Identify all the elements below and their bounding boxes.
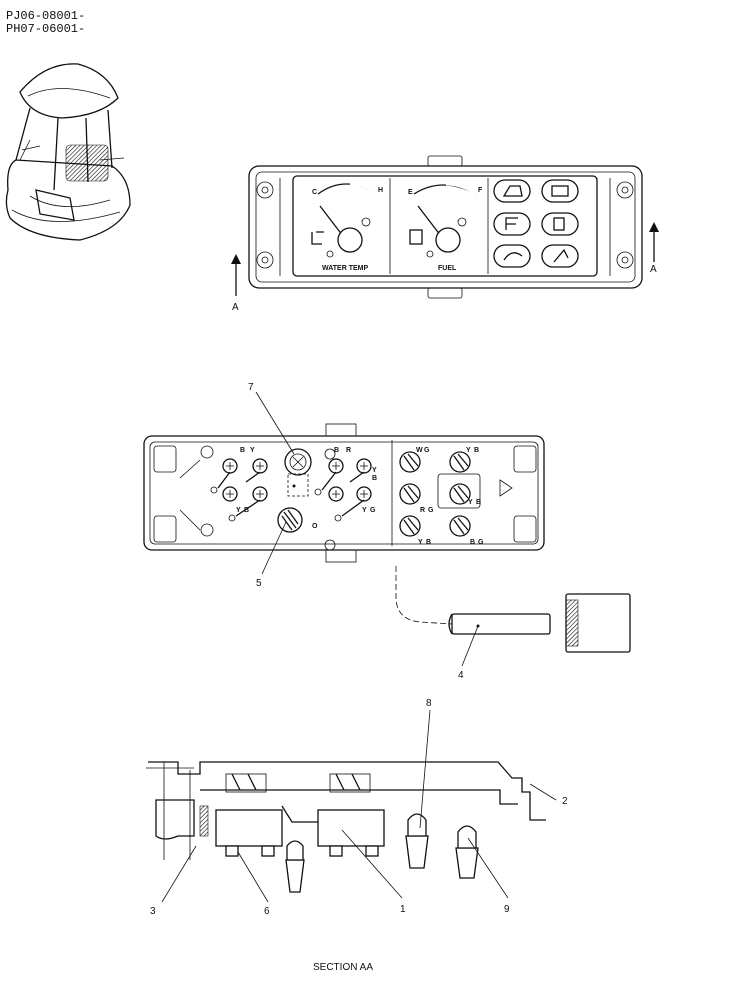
- wire-code: G: [370, 507, 376, 514]
- section-bulb-center: [405, 813, 429, 869]
- warning-lamp-cluster: [493, 179, 579, 268]
- callout-9: 9: [504, 904, 510, 915]
- model-serial-header: PJ06-08001- PH07-06001-: [6, 10, 85, 36]
- air-filter-icon: [503, 252, 523, 261]
- wire-code: G: [428, 507, 434, 514]
- wire-code: G: [424, 447, 430, 454]
- callout-3: 3: [150, 906, 156, 917]
- wire-code: B: [244, 507, 249, 514]
- temp-hot-mark: H: [378, 187, 383, 194]
- wire-code: B: [470, 539, 475, 546]
- wire-code: O: [312, 523, 318, 530]
- wire-code: B: [476, 499, 481, 506]
- wire-code: Y: [236, 507, 241, 514]
- wire-code: B: [240, 447, 245, 454]
- serial-range-1: PJ06-08001-: [6, 9, 86, 23]
- temp-gauge-terminals: [210, 458, 268, 522]
- wire-code: Y: [468, 499, 473, 506]
- serial-range-2: PH07-06001-: [6, 22, 86, 36]
- fuel-level-icon: [553, 217, 565, 231]
- callout-6: 6: [264, 906, 270, 917]
- callout-5: 5: [256, 578, 262, 589]
- machine-location-thumbnail: [5, 63, 131, 241]
- wire-code: G: [478, 539, 484, 546]
- callout-4: 4: [458, 670, 464, 681]
- water-temp-gauge: C H WATER TEMP: [311, 182, 383, 272]
- fuel-gauge-terminals: [314, 458, 372, 522]
- oil-pressure-icon: [502, 185, 523, 197]
- callout-8: 8: [426, 698, 432, 709]
- section-caption: SECTION AA: [313, 962, 373, 973]
- center-bulb: [284, 448, 312, 497]
- battery-charge-icon: [551, 185, 569, 197]
- wire-code: R: [420, 507, 425, 514]
- wire-code: B: [474, 447, 479, 454]
- glow-plug-icon: [553, 248, 569, 263]
- section-bulb-left: [285, 840, 305, 893]
- coolant-temp-icon: [505, 217, 518, 230]
- wire-code: Y: [250, 447, 255, 454]
- fuel-empty-mark: E: [408, 189, 413, 196]
- fuel-label: FUEL: [438, 265, 457, 272]
- section-marker-a-left: A: [232, 302, 239, 313]
- bulb-assembly: 4: [395, 566, 631, 681]
- temp-cold-mark: C: [312, 189, 317, 196]
- water-temp-label: WATER TEMP: [322, 265, 368, 272]
- section-aa-view: 8 2 3 6 1 9 SECTION AA: [146, 698, 568, 973]
- section-marker-a-right: A: [650, 264, 657, 275]
- wire-code: Y: [418, 539, 423, 546]
- wire-code: B: [372, 475, 377, 482]
- gauge-panel-front-view: C H WATER TEMP E F FUEL: [231, 155, 659, 313]
- lamp-socket-grid: [399, 451, 513, 537]
- wire-code: B: [426, 539, 431, 546]
- gauge-panel-rear-view: B Y B Y B Y G Y O B R G W B Y B Y R G B …: [143, 382, 545, 589]
- callout-2: 2: [562, 796, 568, 807]
- callout-1: 1: [400, 904, 406, 915]
- gauge-body-right: [317, 773, 385, 857]
- callout-7: 7: [248, 382, 254, 393]
- wire-code: Y: [466, 447, 471, 454]
- gauge-body-left: [215, 773, 283, 857]
- section-bulb-right: [455, 825, 479, 879]
- fuel-gauge: E F FUEL: [408, 182, 483, 272]
- wire-code: B: [334, 447, 339, 454]
- bottom-socket: [277, 507, 303, 533]
- fuel-full-mark: F: [478, 187, 483, 194]
- wire-code: R: [346, 447, 351, 454]
- wire-code: Y: [362, 507, 367, 514]
- wire-code: Y: [372, 467, 377, 474]
- wire-code: W: [416, 447, 423, 454]
